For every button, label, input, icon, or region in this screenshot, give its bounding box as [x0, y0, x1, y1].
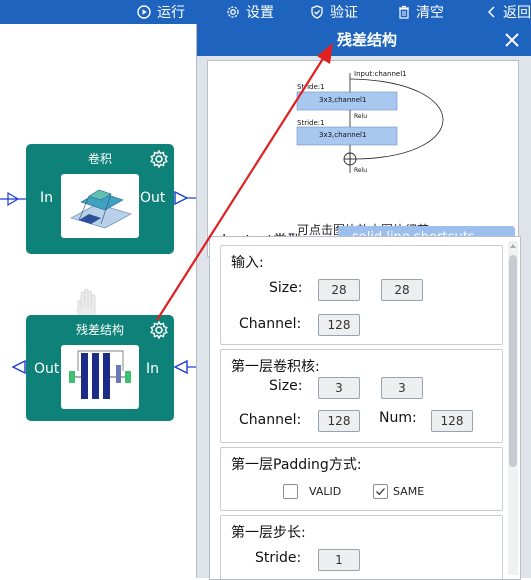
input-section-title: 输入: [231, 255, 264, 271]
padding-valid-label: VALID [309, 485, 342, 498]
verify-button[interactable]: 验证 [310, 0, 358, 24]
stride-section: 第一层步长: Stride: 1 [220, 515, 503, 579]
input-channel-field[interactable]: 128 [318, 314, 360, 336]
input-section: 输入: Size: 28 28 Channel: 128 [220, 245, 503, 345]
input-size-width[interactable]: 28 [318, 279, 360, 301]
clear-label: 清空 [416, 5, 444, 21]
conv1-num-label: Num: [379, 410, 417, 426]
settings-label: 设置 [246, 5, 274, 21]
residual-properties-panel: 残差结构 Input:channel1 Stride:1 3x3,channel… [196, 24, 531, 580]
diagram-block1: 3x3,channel1 [319, 96, 367, 104]
conv1-channel-field[interactable]: 128 [318, 410, 360, 432]
verify-label: 验证 [330, 5, 358, 21]
conv-input-connector [0, 191, 26, 207]
residual-node[interactable]: 残差结构 Out In [26, 315, 174, 421]
residual-node-gear-icon[interactable] [149, 320, 169, 340]
trash-icon [399, 5, 409, 19]
stride-label: Stride: [255, 550, 302, 566]
conv1-size-width[interactable]: 3 [318, 377, 360, 399]
conv-node-out-label: Out [140, 190, 166, 206]
diagram-relu2: Relu [354, 167, 368, 174]
gear-icon [227, 6, 239, 18]
run-label: 运行 [157, 5, 185, 21]
parameters-scroll-area[interactable]: 输入: Size: 28 28 Channel: 128 第一层卷积核: Siz… [209, 236, 521, 580]
input-size-height[interactable]: 28 [381, 279, 423, 301]
back-label: 返回 [503, 5, 531, 21]
padding-same-checkbox[interactable] [373, 484, 388, 499]
shield-check-icon [311, 5, 323, 19]
stride-field[interactable]: 1 [318, 549, 360, 571]
input-channel-label: Channel: [239, 316, 302, 332]
clear-button[interactable]: 清空 [398, 0, 444, 24]
checkmark-icon [376, 488, 385, 496]
padding-same-label: SAME [393, 485, 425, 498]
conv1-section-title: 第一层卷积核: [231, 359, 320, 375]
conv-node-title: 卷积 [87, 152, 112, 166]
panel-header: 残差结构 [197, 24, 531, 56]
residual-input-connector[interactable] [173, 358, 196, 376]
play-circle-icon [137, 5, 151, 19]
conv-node-in-label: In [40, 190, 54, 206]
close-icon[interactable] [502, 30, 522, 50]
conv-node-thumbnail [61, 174, 139, 238]
panel-title: 残差结构 [336, 31, 397, 49]
conv1-size-height[interactable]: 3 [381, 377, 423, 399]
diagram-stride-mid: Stride:1 [297, 119, 325, 127]
conv-output-port[interactable] [173, 189, 196, 207]
conv1-section: 第一层卷积核: Size: 3 3 Channel: 128 Num: 128 [220, 349, 503, 443]
scroll-up-icon[interactable] [509, 241, 517, 251]
settings-button[interactable]: 设置 [226, 0, 274, 24]
top-toolbar: 运行 设置 验证 清空 返回 [0, 0, 531, 24]
diagram-stride-top: Stride:1 [297, 83, 325, 91]
conv1-channel-label: Channel: [239, 412, 302, 428]
diagram-relu1: Relu [354, 113, 368, 120]
padding-section: 第一层Padding方式: VALID SAME [220, 447, 503, 511]
vertical-scrollbar[interactable] [508, 241, 518, 575]
input-size-label: Size: [269, 280, 303, 296]
chevron-left-icon [487, 6, 495, 18]
residual-node-in-label: In [146, 361, 160, 377]
back-button[interactable]: 返回 [487, 0, 531, 24]
run-button[interactable]: 运行 [137, 0, 185, 24]
residual-output-port[interactable] [10, 358, 28, 376]
conv-node[interactable]: 卷积 In Out [26, 144, 174, 254]
workflow-canvas[interactable]: 卷积 In Out 残差结构 [0, 24, 196, 578]
scrollbar-thumb[interactable] [509, 255, 517, 467]
conv1-num-field[interactable]: 128 [431, 410, 473, 432]
padding-valid-checkbox[interactable] [283, 484, 298, 499]
conv-node-gear-icon[interactable] [149, 149, 169, 169]
residual-node-thumbnail [61, 345, 139, 409]
stride-section-title: 第一层步长: [231, 525, 306, 541]
residual-node-title: 残差结构 [75, 323, 124, 337]
diagram-block2: 3x3,channel1 [319, 131, 367, 139]
padding-section-title: 第一层Padding方式: [231, 457, 362, 473]
residual-diagram-image[interactable]: Input:channel1 Stride:1 3x3,channel1 Rel… [273, 67, 468, 175]
residual-node-out-label: Out [34, 361, 60, 377]
conv1-size-label: Size: [269, 378, 303, 394]
diagram-input-label: Input:channel1 [354, 70, 407, 78]
